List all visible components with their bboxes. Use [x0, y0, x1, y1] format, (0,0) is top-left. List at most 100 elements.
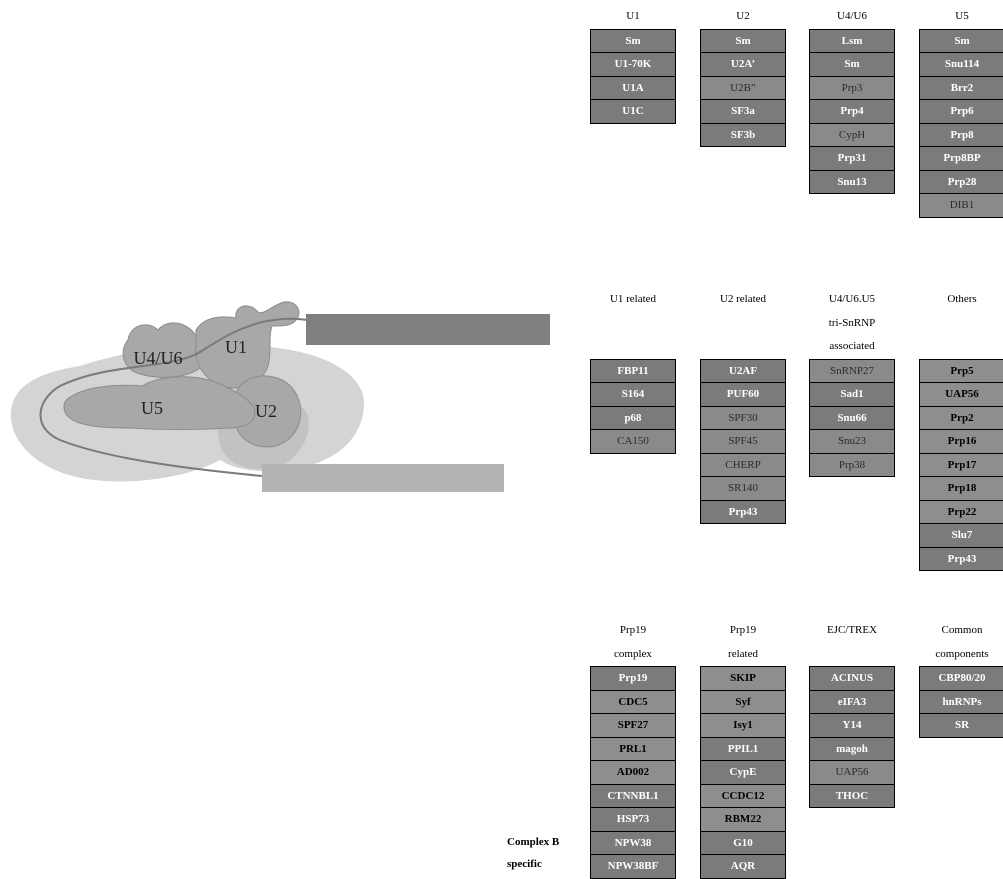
protein-cell: Prp5	[920, 359, 1003, 383]
protein-cell: U2B”	[701, 76, 785, 100]
protein-cell: UAP56	[810, 761, 894, 785]
protein-cell: U1C	[591, 100, 675, 123]
protein-cell: CypH	[810, 123, 894, 147]
protein-cell: Sm	[920, 29, 1003, 53]
protein-cell: Prp16	[920, 430, 1003, 454]
protein-cell: NPW38BF	[591, 855, 675, 878]
protein-cell: U2A’	[701, 53, 785, 77]
protein-cell: Prp22	[920, 500, 1003, 524]
protein-cell: Prp18	[920, 477, 1003, 501]
group-header: U5	[955, 10, 969, 22]
group-header: tri-SnRNP	[828, 316, 876, 329]
protein-cell: S164	[591, 383, 675, 407]
protein-cell: CTNNBL1	[591, 784, 675, 808]
group-header: U2 related	[719, 293, 767, 305]
lower-bar	[262, 464, 504, 492]
protein-cell: p68	[591, 406, 675, 430]
protein-cell: Y14	[810, 714, 894, 738]
protein-cell: SPF27	[591, 714, 675, 738]
group-header: U4/U6	[837, 10, 867, 22]
group-header: U2	[736, 10, 750, 22]
group-header: EJC/TREX	[826, 624, 878, 636]
protein-cell: Lsm	[810, 29, 894, 53]
protein-cell: ACINUS	[810, 667, 894, 691]
u1-label: U1	[225, 337, 247, 357]
group-header: U1	[626, 10, 640, 22]
protein-cell: SKIP	[701, 667, 785, 691]
protein-cell: Isy1	[701, 714, 785, 738]
protein-cell: Slu7	[920, 524, 1003, 548]
group-header: components	[935, 647, 989, 660]
protein-cell: U1-70K	[591, 53, 675, 77]
group-header: Prp19	[619, 624, 647, 636]
protein-cell: DIB1	[920, 194, 1003, 217]
protein-cell: Snu66	[810, 406, 894, 430]
spliceosome-diagram: U4/U6 U1 U5 U2	[10, 301, 550, 492]
protein-cell: PPIL1	[701, 737, 785, 761]
group-header: complex	[614, 647, 652, 660]
protein-cell: THOC	[810, 784, 894, 807]
protein-cell: eIFA3	[810, 690, 894, 714]
protein-cell: Prp17	[920, 453, 1003, 477]
protein-cell: CCDC12	[701, 784, 785, 808]
protein-cell: SF3a	[701, 100, 785, 124]
protein-cell: Prp38	[810, 453, 894, 476]
group-header: U4/U6.U5	[828, 293, 876, 305]
protein-cell: Snu13	[810, 170, 894, 193]
group-header: Prp19	[729, 624, 757, 636]
protein-cell: Prp31	[810, 147, 894, 171]
u2-label: U2	[255, 401, 277, 421]
protein-cell: G10	[701, 831, 785, 855]
protein-cell: Sm	[810, 53, 894, 77]
group-header: Common	[941, 624, 983, 636]
u1-snrnp-shape	[195, 301, 300, 389]
protein-cell: U1A	[591, 76, 675, 100]
protein-cell: Prp19	[591, 667, 675, 691]
protein-cell: CHERP	[701, 453, 785, 477]
upper-bar	[306, 314, 550, 345]
protein-cell: SPF45	[701, 430, 785, 454]
protein-cell: SPF30	[701, 406, 785, 430]
group-header: related	[728, 647, 758, 660]
group-header: Others	[947, 293, 977, 305]
protein-cell: Prp43	[920, 547, 1003, 570]
protein-cell: Syf	[701, 690, 785, 714]
protein-cell: Sm	[591, 29, 675, 53]
protein-cell: CypE	[701, 761, 785, 785]
protein-cell: NPW38	[591, 831, 675, 855]
u5-label: U5	[141, 398, 163, 418]
complex-b-label-2: specific	[507, 858, 542, 870]
protein-cell: HSP73	[591, 808, 675, 832]
protein-cell: FBP11	[591, 359, 675, 383]
protein-cell: UAP56	[920, 383, 1003, 407]
protein-cell: CDC5	[591, 690, 675, 714]
u4u6-label: U4/U6	[134, 348, 183, 368]
protein-cell: Brr2	[920, 76, 1003, 100]
rna-line	[39, 317, 309, 477]
protein-cell: Prp4	[810, 100, 894, 124]
protein-cell: RBM22	[701, 808, 785, 832]
u5-snrnp-shape	[63, 376, 256, 430]
protein-cell: AQR	[701, 855, 785, 878]
protein-cell: Prp28	[920, 170, 1003, 194]
protein-cell: Sm	[701, 29, 785, 53]
protein-cell: hnRNPs	[920, 690, 1003, 714]
protein-cell: SnRNP27	[810, 359, 894, 383]
group-header: U1 related	[609, 293, 657, 305]
